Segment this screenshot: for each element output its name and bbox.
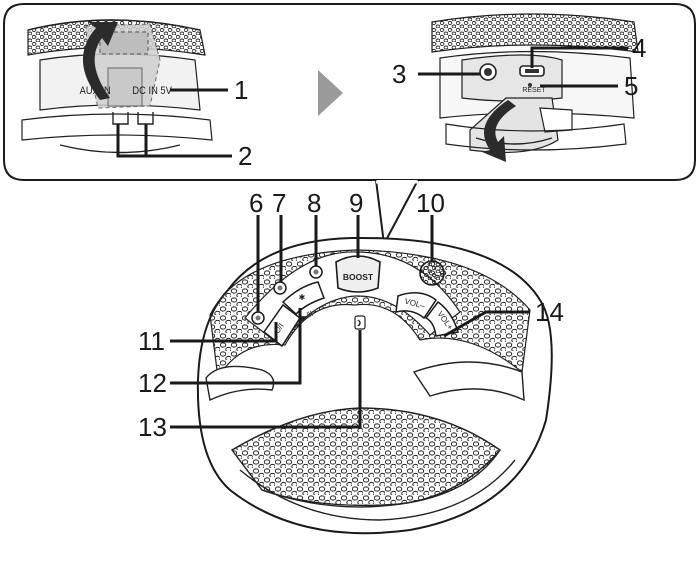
- curved-arrow-down-icon: [482, 100, 516, 162]
- callout-6: 6: [249, 188, 263, 218]
- callout-8: 8: [307, 188, 321, 218]
- microphone-icon: [419, 260, 445, 286]
- dc-in-label: DC IN 5V: [132, 85, 172, 97]
- callout-5: 5: [624, 71, 638, 101]
- callout-11: 11: [138, 326, 165, 356]
- callout-3: 3: [392, 59, 406, 89]
- reset-label: RESET: [522, 87, 546, 94]
- callout-numbers: 1 2 3 4 5 6 7 8 9 10 11 12 13 14: [138, 33, 646, 442]
- callout-12: 12: [138, 368, 167, 398]
- boost-label: BOOST: [343, 272, 374, 282]
- callout-7: 7: [272, 188, 286, 218]
- detail-inset-panel: AUX IN DC IN 5V RESET: [3, 3, 696, 181]
- boost-button[interactable]: [335, 255, 381, 293]
- callout-4: 4: [632, 33, 646, 63]
- volume-down-button[interactable]: [395, 292, 438, 320]
- callout-9: 9: [349, 188, 363, 218]
- nfc-mark-icon: [354, 315, 366, 330]
- callout-10: 10: [416, 188, 445, 218]
- callout-13: 13: [138, 412, 167, 442]
- callout-1: 1: [234, 75, 248, 105]
- callout-2: 2: [238, 141, 252, 171]
- speaker-main-view: BOOST ⏻/I ✱ ▶/II VOL– VOL+: [196, 236, 553, 535]
- callout-14: 14: [535, 297, 564, 327]
- reset-hole-icon: [528, 83, 532, 87]
- bluetooth-symbol: ✱: [299, 293, 306, 302]
- callout-lines: [116, 46, 628, 429]
- next-step-triangle-icon: [318, 70, 343, 116]
- right-inset-ports-exposed: RESET: [431, 13, 639, 162]
- volume-up-button[interactable]: [424, 300, 459, 337]
- curved-arrow-up-icon: [82, 22, 118, 100]
